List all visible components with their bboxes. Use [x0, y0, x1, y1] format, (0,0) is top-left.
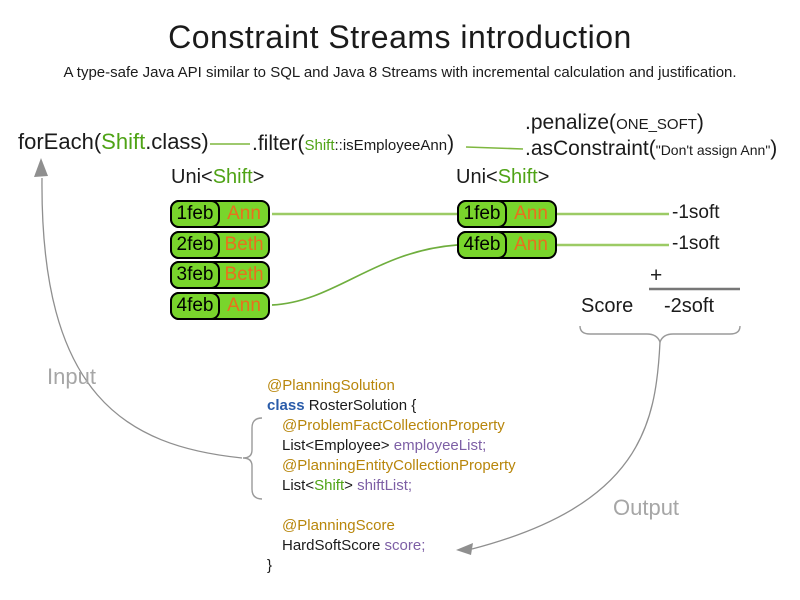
penalty-value-1: -1soft	[672, 202, 720, 223]
shift-date: 3feb	[170, 261, 220, 289]
code-line-class-decl: class RosterSolution {	[267, 396, 516, 416]
shift-employee: Ann	[227, 203, 261, 224]
shift-row-left-1: 1feb Ann	[170, 200, 270, 228]
filter-pre: .filter(	[252, 132, 305, 155]
score-label: Score	[581, 295, 634, 317]
link-4feb-curve	[271, 244, 458, 306]
foreach-call: forEach(Shift.class)	[18, 129, 209, 155]
code-line-annotation: @PlanningEntityCollectionProperty	[282, 457, 516, 474]
filter-arg-rest: ::isEmployeeAnn	[334, 137, 448, 154]
field-type-param: Shift	[314, 477, 345, 494]
shift-employee: Ann	[227, 294, 261, 316]
asconstraint-post: )	[770, 137, 778, 160]
code-line-field: List<Shift> shiftList;	[267, 476, 516, 496]
shift-employee: Ann	[514, 203, 548, 224]
code-line-annotation: @PlanningScore	[282, 517, 395, 534]
uni-pre: Uni<	[171, 166, 213, 188]
shift-employee: Beth	[224, 233, 264, 255]
field-name: employeeList;	[393, 437, 487, 454]
foreach-pre: forEach(	[18, 129, 102, 154]
code-block: @PlanningSolution class RosterSolution {…	[267, 376, 516, 576]
filter-arg-class: Shift	[304, 137, 335, 154]
code-blank-line	[267, 496, 516, 516]
uni-class: Shift	[497, 166, 538, 188]
penalize-post: )	[696, 111, 704, 134]
shift-row-right-1: 1feb Ann	[457, 200, 557, 228]
penalize-arg: ONE_SOFT	[616, 116, 697, 133]
code-brace	[242, 417, 263, 500]
code-line-field: List<Employee> employeeList;	[267, 436, 516, 456]
uni-pre: Uni<	[456, 166, 498, 188]
field-name: shiftList;	[357, 477, 413, 494]
page-title: Constraint Streams introduction	[168, 19, 632, 55]
score-total: -2soft	[664, 295, 715, 317]
shift-date: 2feb	[170, 230, 220, 259]
shift-employee: Beth	[224, 264, 264, 285]
code-closing-brace: }	[267, 557, 273, 574]
uni-shift-label-right: Uni<Shift>	[456, 166, 549, 189]
penalize-pre: .penalize(	[525, 111, 617, 134]
shift-date: 1feb	[170, 200, 220, 228]
code-line-annotation: @PlanningSolution	[267, 377, 395, 394]
class-name: RosterSolution {	[304, 397, 417, 414]
field-type: List<Employee>	[282, 437, 394, 454]
penalize-call: .penalize(ONE_SOFT)	[525, 111, 704, 135]
uni-class: Shift	[212, 166, 253, 188]
uni-shift-label-left: Uni<Shift>	[171, 166, 264, 189]
input-label: Input	[47, 364, 96, 389]
filter-call: .filter(Shift::isEmployeeAnn)	[252, 132, 454, 156]
asconstraint-pre: .asConstraint(	[525, 137, 656, 160]
penalty-value-2: -1soft	[672, 233, 720, 254]
shift-row-left-3: 3feb Beth	[170, 261, 270, 289]
shift-row-left-4: 4feb Ann	[170, 291, 270, 320]
code-line-field: HardSoftScore score;	[267, 536, 516, 556]
shift-date: 1feb	[457, 200, 507, 228]
field-type: HardSoftScore	[282, 537, 385, 554]
foreach-post: .class)	[145, 129, 209, 154]
uni-post: >	[537, 166, 550, 188]
plus-sign: +	[650, 264, 663, 287]
field-type: List<	[282, 477, 315, 494]
shift-row-right-2: 4feb Ann	[457, 231, 557, 259]
keyword-class: class	[267, 397, 305, 414]
input-arrow-icon	[34, 158, 48, 177]
score-underbrace	[579, 325, 741, 344]
field-type: >	[344, 477, 358, 494]
output-label: Output	[613, 495, 680, 520]
foreach-class-arg: Shift	[101, 129, 146, 154]
code-line-annotation: @ProblemFactCollectionProperty	[282, 417, 505, 434]
asconstraint-arg: "Don't assign Ann"	[655, 142, 771, 158]
shift-row-left-2: 2feb Beth	[170, 230, 270, 259]
page-subtitle: A type-safe Java API similar to SQL and …	[63, 64, 737, 81]
shift-employee: Ann	[514, 234, 548, 255]
asconstraint-call: .asConstraint("Don't assign Ann")	[525, 137, 777, 161]
pipeline-connector-2	[465, 146, 524, 150]
filter-post: )	[447, 132, 455, 155]
uni-post: >	[252, 166, 265, 188]
shift-date: 4feb	[457, 231, 507, 259]
field-name: score;	[384, 537, 426, 554]
shift-date: 4feb	[170, 291, 220, 320]
